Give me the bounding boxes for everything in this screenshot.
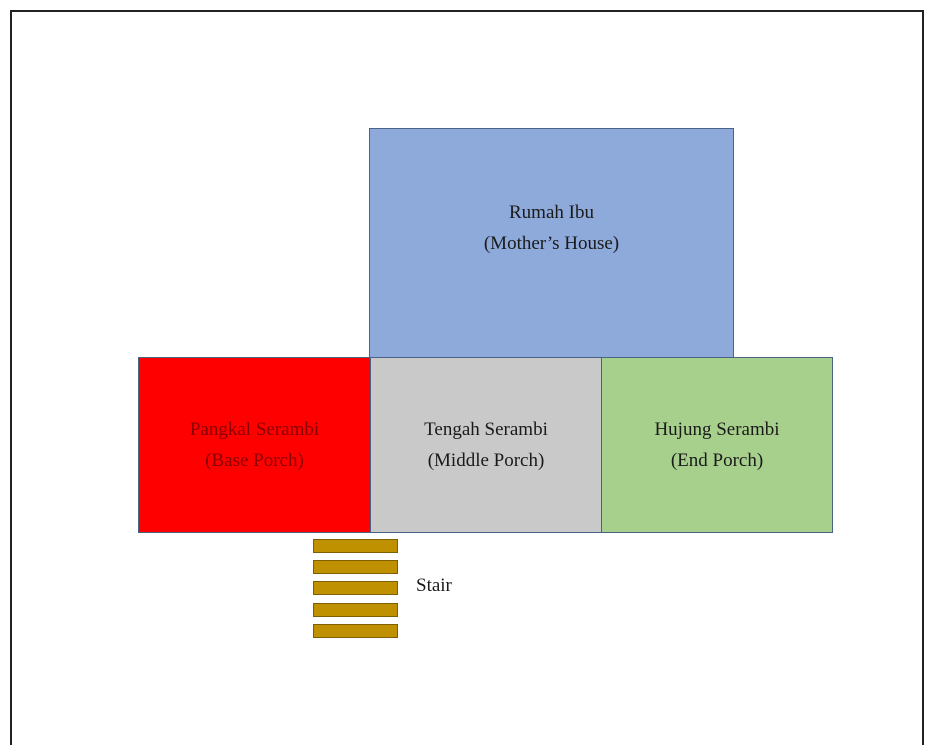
end-porch-name: Hujung Serambi — [654, 419, 780, 440]
base-porch-label: Pangkal Serambi (Base Porch) — [190, 414, 319, 476]
middle-porch-label: Tengah Serambi (Middle Porch) — [424, 414, 548, 476]
room-mother-house: Rumah Ibu (Mother’s House) — [369, 128, 734, 361]
room-base-porch: Pangkal Serambi (Base Porch) — [138, 357, 371, 533]
middle-porch-translation: (Middle Porch) — [427, 450, 545, 471]
mother-house-translation: (Mother’s House) — [483, 232, 620, 254]
mother-house-label: Rumah Ibu (Mother’s House) — [484, 197, 619, 259]
diagram-frame — [10, 10, 924, 745]
stair-step — [313, 603, 398, 617]
stair-step — [313, 624, 398, 638]
stair-step — [313, 539, 398, 553]
end-porch-label: Hujung Serambi (End Porch) — [654, 414, 779, 476]
end-porch-translation: (End Porch) — [670, 450, 764, 471]
mother-house-name: Rumah Ibu — [509, 201, 594, 223]
stair-step — [313, 581, 398, 595]
stair-label: Stair — [416, 575, 452, 596]
middle-porch-name: Tengah Serambi — [424, 419, 548, 440]
base-porch-name: Pangkal Serambi — [189, 419, 320, 440]
stair-step — [313, 560, 398, 574]
room-end-porch: Hujung Serambi (End Porch) — [601, 357, 833, 533]
room-middle-porch: Tengah Serambi (Middle Porch) — [370, 357, 602, 533]
base-porch-translation: (Base Porch) — [205, 450, 304, 471]
